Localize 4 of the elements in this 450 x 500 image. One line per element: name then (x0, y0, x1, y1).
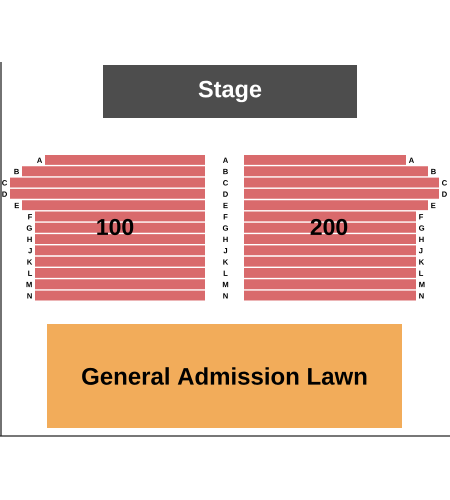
section-number: 100 (97, 218, 134, 236)
stage-box: Stage (103, 65, 357, 118)
section-number: 200 (310, 218, 348, 236)
lawn-area: General Admission Lawn (47, 324, 402, 428)
